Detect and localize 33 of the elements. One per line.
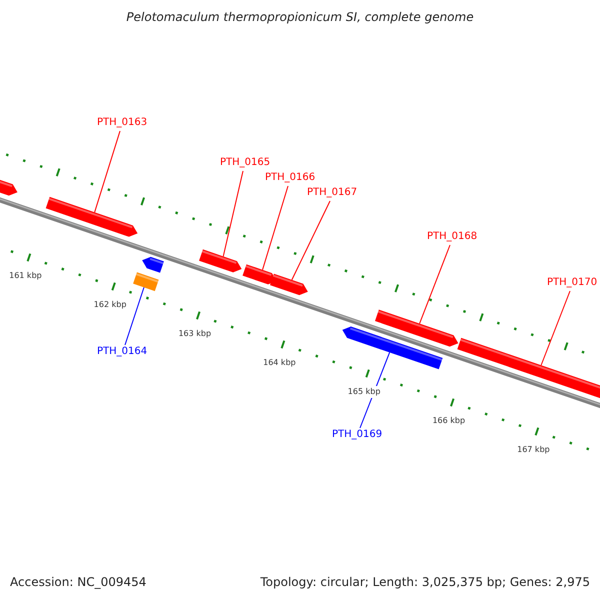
scale-label: 163 kbp [177,328,212,340]
scale-label: 166 kbp [431,414,466,427]
scale-label: 167 kbp [516,444,551,456]
gene-block [133,272,159,292]
gene-label: PTH_0166 [264,172,316,184]
gene-label: PTH_0165 [220,157,270,169]
gene-label: PTH_0164 [96,346,148,358]
gene-label: PTH_0168 [426,231,478,243]
leader-line [222,170,244,257]
genome-summary-text: Topology: circular; Length: 3,025,375 bp; Genes: 2,975 [260,575,590,589]
gene-feature [46,196,138,237]
gene-feature [375,310,458,347]
gene-feature [199,249,242,272]
leader-line [291,200,330,280]
accession-text: Accession: NC_009454 [10,575,146,589]
scale-label: 161 kbp [8,270,43,282]
gene-label: PTH_0163 [96,117,148,129]
gene-label: PTH_0167 [306,187,358,199]
leader-line [540,290,570,366]
leader-line [94,130,120,213]
gene-label: PTH_0169 [332,429,382,441]
title: Pelotomaculum thermopropionicum SI, complete genome [126,11,474,23]
scale-label: 162 kbp [92,298,128,311]
leader-line [419,244,450,324]
gene-feature [270,274,308,296]
scale-label: 165 kbp [346,386,382,398]
gene-feature [142,256,164,273]
gene-label: PTH_0170 [546,277,598,289]
gene-feature [0,177,18,196]
leader-line [262,186,288,270]
scale-label: 164 kbp [262,356,297,369]
leader-line [124,286,144,346]
gene-feature [342,326,443,370]
